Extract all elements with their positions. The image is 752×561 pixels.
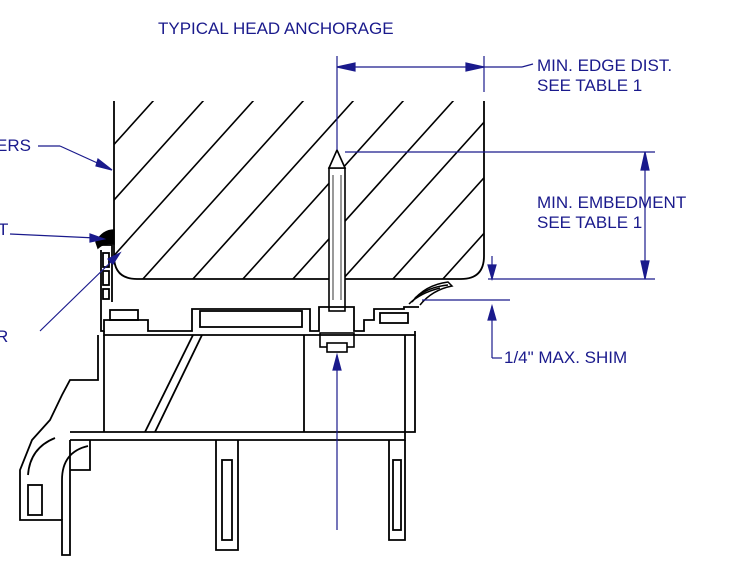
cut-label-upper: ERS xyxy=(0,136,31,155)
dimension-lines xyxy=(9,56,655,530)
cut-label-middle: T xyxy=(0,220,9,239)
shim-label: 1/4" MAX. SHIM xyxy=(504,348,628,367)
substrate-block xyxy=(113,101,485,280)
embedment-label: MIN. EMBEDMENT xyxy=(537,193,687,212)
frame-profile xyxy=(19,244,419,556)
edge-distance-reference: SEE TABLE 1 xyxy=(537,76,643,95)
embedment-reference: SEE TABLE 1 xyxy=(537,213,643,232)
cut-label-lower: R xyxy=(0,327,9,346)
sealant-beads xyxy=(95,229,454,306)
anchor-screw xyxy=(319,148,355,353)
edge-distance-label: MIN. EDGE DIST. xyxy=(537,56,673,75)
drawing-title: TYPICAL HEAD ANCHORAGE xyxy=(158,19,394,38)
